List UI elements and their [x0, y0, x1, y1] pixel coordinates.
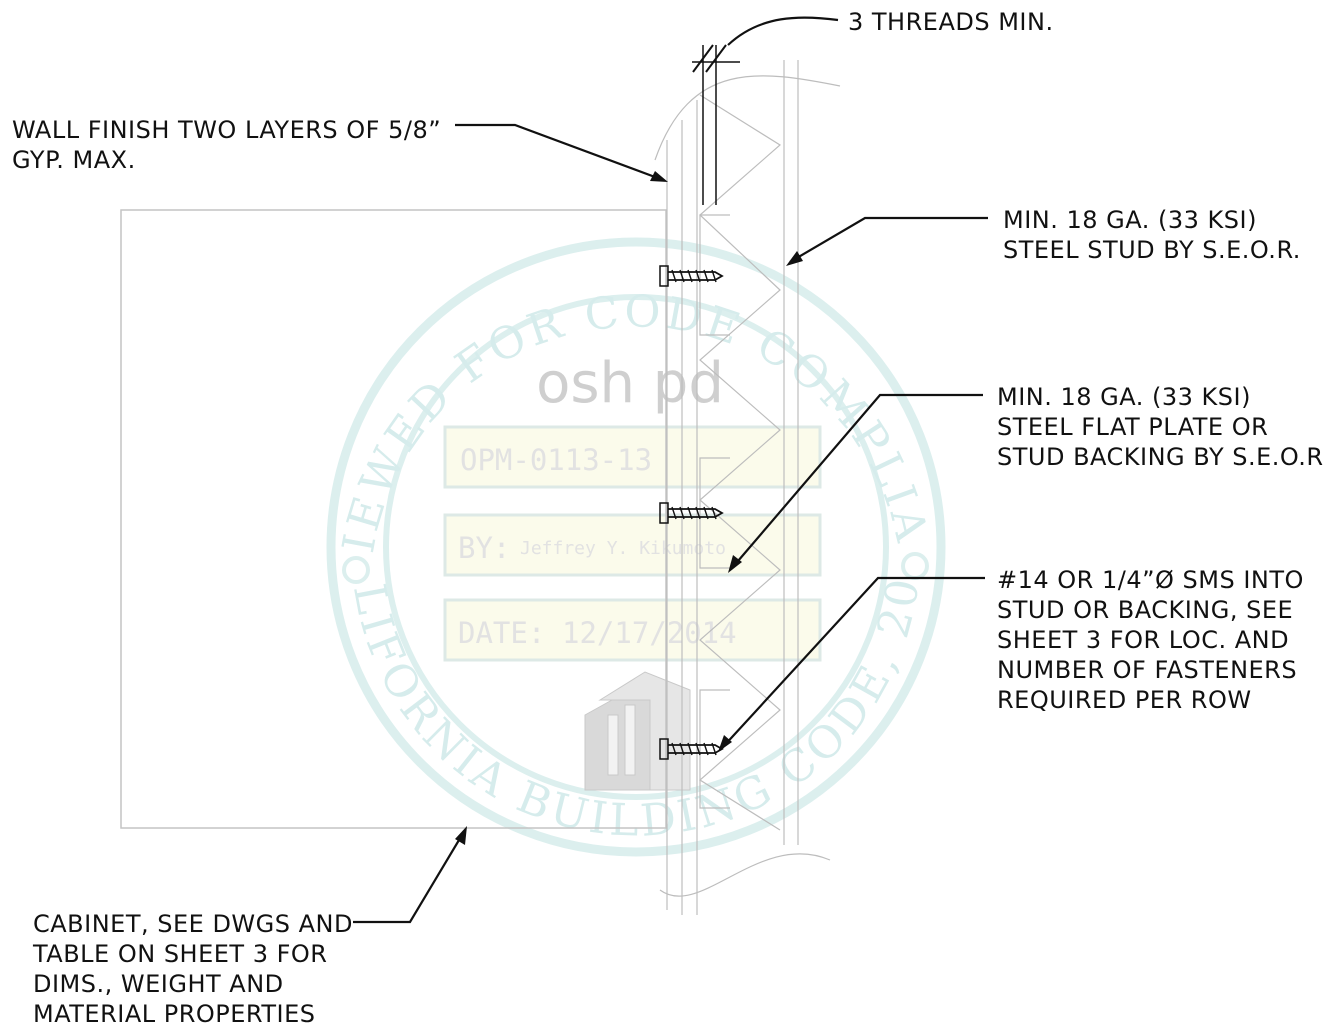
note-sms-line1: #14 OR 1/4”Ø SMS INTO	[997, 566, 1304, 594]
stamp-dot-right	[901, 552, 929, 580]
wall-section	[654, 60, 841, 915]
note-stud-line1: MIN. 18 GA. (33 KSI)	[1003, 206, 1257, 234]
leader-backing	[728, 393, 983, 573]
stamp-inner-ring	[383, 294, 889, 800]
threads-dimension	[692, 16, 839, 205]
break-line-bottom	[659, 853, 831, 897]
screw-top	[659, 265, 724, 287]
stamp-dot-left	[342, 556, 370, 584]
note-cabinet-line2: TABLE ON SHEET 3 FOR	[32, 940, 327, 968]
stamp-date-label: DATE:	[458, 616, 545, 650]
stamp-by-name: Jeffrey Y. Kikumoto	[520, 538, 726, 559]
note-sms-line3: SHEET 3 FOR LOC. AND	[997, 626, 1289, 654]
leader-wall-finish	[455, 123, 668, 182]
stamp-number: OPM-0113-13	[460, 443, 652, 477]
note-sms-line4: NUMBER OF FASTENERS	[997, 656, 1297, 684]
stamp-number-box	[443, 425, 822, 489]
stud-track-middle	[699, 457, 730, 569]
cabinet-outline	[120, 209, 667, 829]
backing-zigzag	[698, 94, 782, 831]
note-sms-line2: STUD OR BACKING, SEE	[997, 596, 1293, 624]
note-sms-line5: REQUIRED PER ROW	[997, 686, 1252, 714]
note-cabinet-line3: DIMS., WEIGHT AND	[33, 970, 284, 998]
stamp-outer-ring	[326, 237, 946, 857]
stud-track-lower	[699, 689, 730, 809]
leader-stud	[786, 216, 988, 266]
stamp-building-emblem	[584, 671, 691, 791]
stamp-by-box	[443, 513, 822, 577]
stamp-date: 12/17/2014	[562, 616, 737, 650]
break-line-top	[654, 75, 841, 161]
stamp-by-label: BY:	[458, 531, 510, 565]
note-plate-line3: STUD BACKING BY S.E.O.R.	[997, 443, 1325, 471]
note-plate-line2: STEEL FLAT PLATE OR	[997, 413, 1268, 441]
note-stud-line2: STEEL STUD BY S.E.O.R.	[1003, 236, 1301, 264]
note-cabinet-line4: MATERIAL PROPERTIES	[33, 1000, 316, 1028]
screw-middle	[659, 502, 724, 524]
leader-sms	[718, 576, 985, 752]
stamp-date-box	[443, 598, 822, 662]
note-wall-finish-line1: WALL FINISH TWO LAYERS OF 5/8”	[12, 116, 441, 144]
leader-cabinet	[353, 826, 467, 924]
note-threads: 3 THREADS MIN.	[848, 8, 1054, 36]
note-plate-line1: MIN. 18 GA. (33 KSI)	[997, 383, 1251, 411]
note-cabinet-line1: CABINET, SEE DWGS AND	[33, 910, 353, 938]
note-wall-finish-line2: GYP. MAX.	[12, 146, 136, 174]
stud-track-upper	[699, 214, 730, 336]
oshpd-logo: osh pd	[536, 351, 724, 416]
